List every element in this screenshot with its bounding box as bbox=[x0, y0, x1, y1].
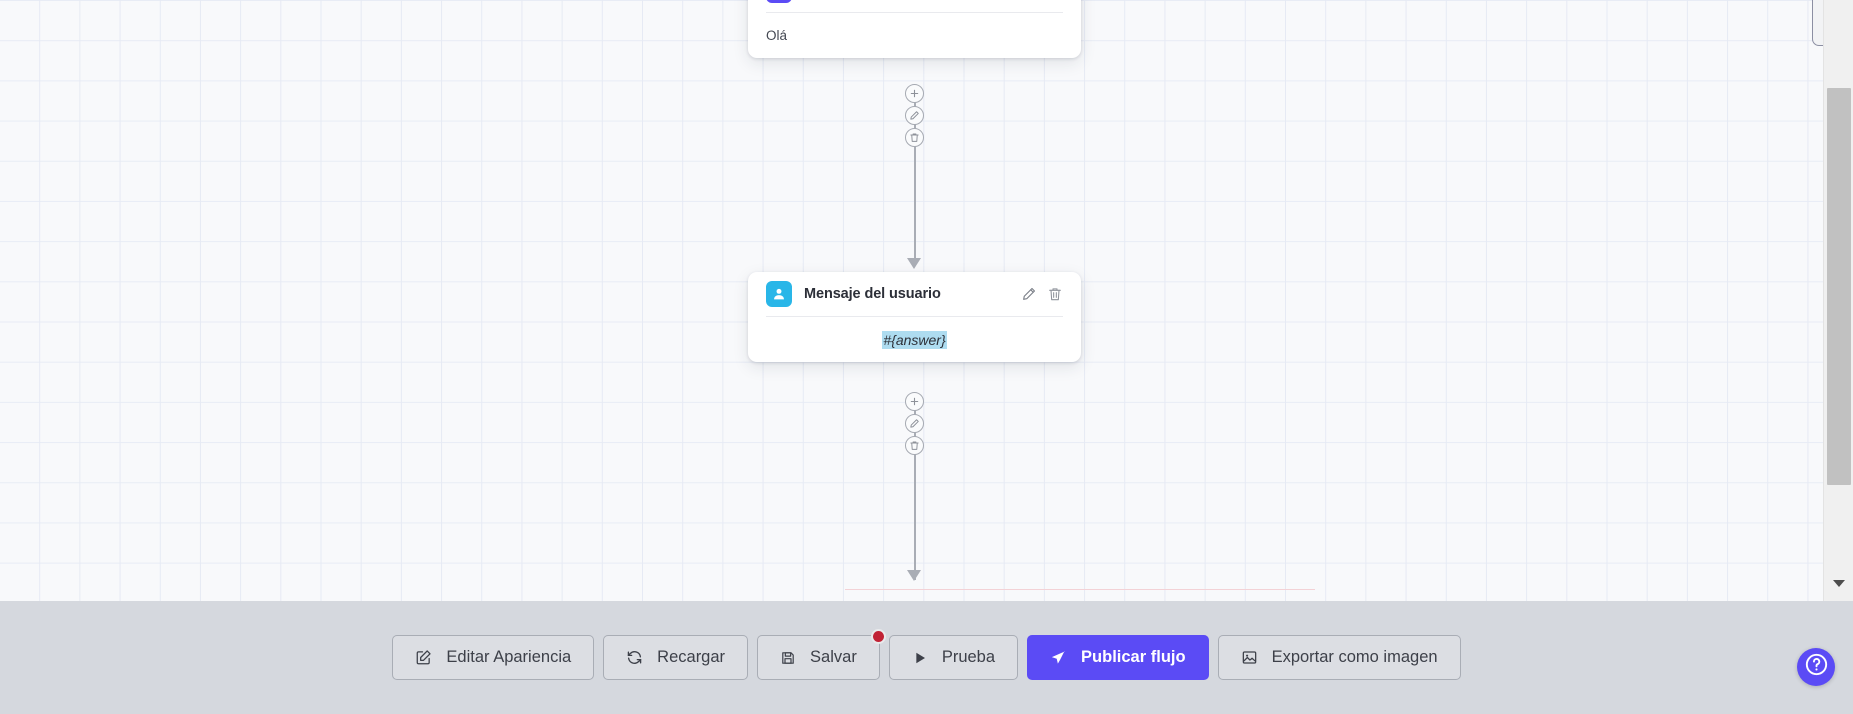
variable-token-answer: #{answer} bbox=[882, 330, 947, 349]
scrollbar-down-arrow-button[interactable] bbox=[1824, 565, 1853, 601]
node-header: Mensaje del Sistema bbox=[766, 0, 1063, 13]
send-icon bbox=[1050, 649, 1067, 666]
button-label: Recargar bbox=[657, 648, 726, 666]
button-label: Exportar como imagen bbox=[1271, 648, 1438, 666]
play-icon bbox=[912, 650, 928, 666]
add-node-button[interactable] bbox=[905, 84, 924, 103]
edit-square-icon bbox=[415, 649, 432, 666]
question-circle-icon bbox=[1803, 651, 1830, 683]
help-button[interactable] bbox=[1797, 648, 1835, 686]
button-label: Editar Apariencia bbox=[446, 648, 572, 666]
save-icon bbox=[780, 650, 796, 666]
robot-icon bbox=[766, 0, 792, 3]
export-image-button[interactable]: Exportar como imagen bbox=[1217, 635, 1461, 680]
scrollbar-thumb[interactable] bbox=[1827, 88, 1851, 485]
offscreen-node-partial[interactable] bbox=[1812, 0, 1823, 46]
image-icon bbox=[1241, 649, 1258, 666]
button-label: Prueba bbox=[941, 648, 996, 666]
unsaved-changes-badge bbox=[870, 629, 886, 644]
save-button[interactable]: Salvar bbox=[757, 629, 886, 680]
node-body-text: Olá bbox=[766, 28, 788, 43]
test-button[interactable]: Prueba bbox=[888, 635, 1019, 680]
refresh-icon bbox=[626, 649, 643, 666]
node-actions bbox=[1021, 286, 1063, 302]
connector-arrow bbox=[907, 258, 921, 269]
node-header: Mensaje del usuario bbox=[766, 272, 1063, 317]
node-body[interactable]: Olá bbox=[766, 13, 1063, 58]
delete-connector-button[interactable] bbox=[905, 128, 924, 147]
publish-flow-button[interactable]: Publicar flujo bbox=[1027, 635, 1209, 680]
button-label: Salvar bbox=[810, 648, 857, 666]
node-body[interactable]: #{answer} bbox=[766, 317, 1063, 362]
reload-button[interactable]: Recargar bbox=[603, 635, 749, 680]
connector-arrow bbox=[907, 570, 921, 581]
user-icon bbox=[766, 281, 792, 307]
edit-appearance-button[interactable]: Editar Apariencia bbox=[392, 635, 595, 680]
node-title: Mensaje del usuario bbox=[804, 286, 941, 302]
connector-controls bbox=[905, 392, 924, 458]
trash-icon[interactable] bbox=[1047, 286, 1063, 302]
canvas-boundary-line bbox=[845, 589, 1315, 590]
connector-controls bbox=[905, 84, 924, 150]
node-user-message[interactable]: Mensaje del usuario bbox=[748, 272, 1081, 362]
edit-connector-button[interactable] bbox=[905, 414, 924, 433]
flow-canvas[interactable]: Mensaje del Sistema bbox=[0, 0, 1823, 601]
pencil-icon[interactable] bbox=[1021, 286, 1037, 302]
add-node-button[interactable] bbox=[905, 392, 924, 411]
delete-connector-button[interactable] bbox=[905, 436, 924, 455]
bottom-toolbar: Editar Apariencia Recargar Salvar bbox=[0, 601, 1853, 714]
button-label: Publicar flujo bbox=[1081, 648, 1186, 666]
chevron-down-icon bbox=[1833, 579, 1845, 587]
connector-line bbox=[914, 400, 916, 580]
connector-line bbox=[914, 92, 916, 262]
vertical-scrollbar[interactable] bbox=[1823, 0, 1853, 601]
edit-connector-button[interactable] bbox=[905, 106, 924, 125]
node-system-message[interactable]: Mensaje del Sistema bbox=[748, 0, 1081, 58]
